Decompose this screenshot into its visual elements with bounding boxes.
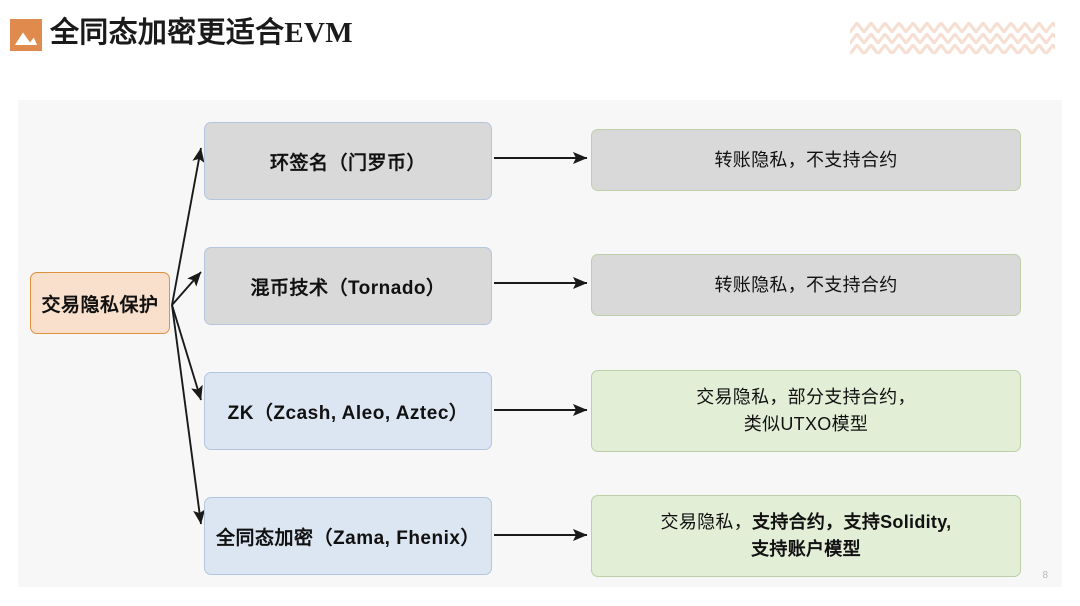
- mountain-logo-icon: [10, 19, 42, 51]
- outcome-text: 交易隐私，部分支持合约，类似UTXO模型: [696, 387, 916, 434]
- node-branch-ring-signature[interactable]: 环签名（门罗币）: [204, 122, 492, 200]
- outcome-text: 转账隐私，不支持合约: [714, 274, 898, 295]
- chevron-pattern-decoration: [850, 22, 1055, 54]
- node-outcome-fully-homomorphic-encryption[interactable]: 交易隐私，支持合约，支持Solidity,支持账户模型: [591, 495, 1021, 577]
- slide-header: 全同态加密更适合EVM: [0, 0, 1080, 90]
- outcome-text: 交易隐私，支持合约，支持Solidity,支持账户模型: [660, 512, 952, 559]
- page-title-cjk: 全同态加密更适合: [50, 17, 285, 49]
- page-title: 全同态加密更适合EVM: [50, 12, 353, 54]
- node-branch-fully-homomorphic-encryption[interactable]: 全同态加密（Zama, Fhenix）: [204, 497, 492, 575]
- node-outcome-ring-signature[interactable]: 转账隐私，不支持合约: [591, 129, 1021, 191]
- page-title-latin: EVM: [284, 17, 353, 49]
- diagram-panel: 交易隐私保护 环签名（门罗币） 混币技术（Tornado） ZK（Zcash, …: [18, 100, 1062, 587]
- outcome-text: 转账隐私，不支持合约: [714, 149, 898, 170]
- page-number: 8: [1042, 570, 1048, 581]
- node-branch-zero-knowledge[interactable]: ZK（Zcash, Aleo, Aztec）: [204, 372, 492, 450]
- node-outcome-zero-knowledge[interactable]: 交易隐私，部分支持合约，类似UTXO模型: [591, 370, 1021, 452]
- node-branch-coin-mixing[interactable]: 混币技术（Tornado）: [204, 247, 492, 325]
- node-root[interactable]: 交易隐私保护: [30, 272, 170, 334]
- node-outcome-coin-mixing[interactable]: 转账隐私，不支持合约: [591, 254, 1021, 316]
